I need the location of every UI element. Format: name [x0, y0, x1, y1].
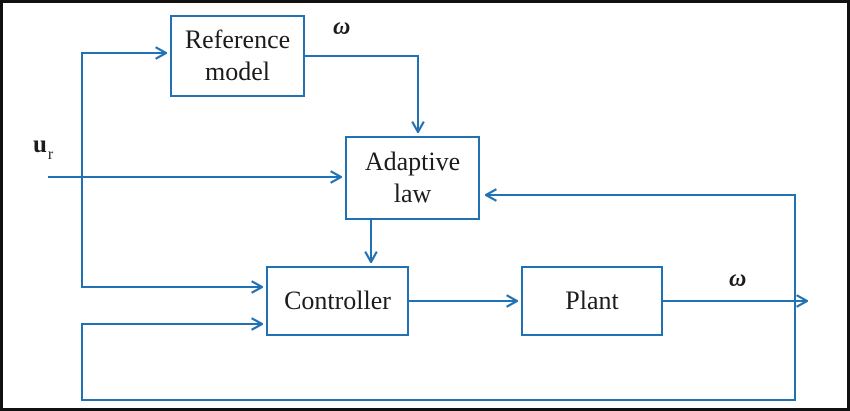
wire-ur-branch-to-reference-model: [81, 53, 166, 177]
block-reference-model-label-line2: model: [205, 57, 270, 86]
block-reference-model-label-line1: Reference: [184, 25, 291, 55]
block-controller: Controller: [266, 266, 409, 336]
block-adaptive-law-label-line1: Adaptive: [364, 147, 461, 177]
omega-output-label: ω: [729, 266, 747, 292]
block-controller-label: Controller: [284, 286, 391, 316]
input-signal-label: ur: [33, 131, 53, 164]
input-signal-base: u: [33, 131, 47, 158]
block-adaptive-law-label-line2: law: [393, 179, 432, 208]
wire-feedback-to-adaptive-law: [486, 195, 796, 301]
omega-reference-label: ω: [333, 14, 351, 40]
block-reference-model: Reference model: [170, 15, 305, 97]
wire-ur-branch-to-controller: [81, 177, 262, 287]
block-plant: Plant: [521, 266, 663, 336]
wire-reference-model-to-adaptive-law: [305, 55, 418, 132]
block-plant-label: Plant: [565, 286, 619, 316]
wiring-layer: [48, 3, 850, 401]
block-adaptive-law: Adaptive law: [345, 136, 480, 220]
input-signal-subscript: r: [47, 146, 54, 163]
wire-feedback-to-controller: [81, 301, 796, 401]
